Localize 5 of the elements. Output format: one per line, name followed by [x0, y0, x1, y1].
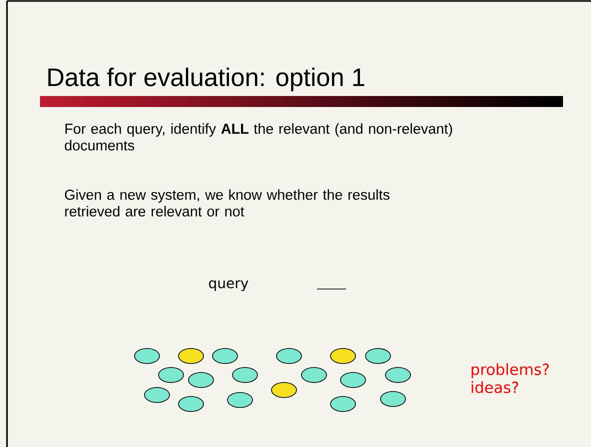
body-text: For each query, identify ALL the relevant (and non-relevant) documents — [64, 123, 452, 151]
slide-title: Data for evaluation: option 1 — [48, 68, 364, 92]
note-text: problems? ideas? — [472, 363, 549, 394]
query-label: query — [209, 280, 248, 292]
body-text: Given a new system, we know whether the results retrieved are relevant or not — [65, 189, 390, 217]
